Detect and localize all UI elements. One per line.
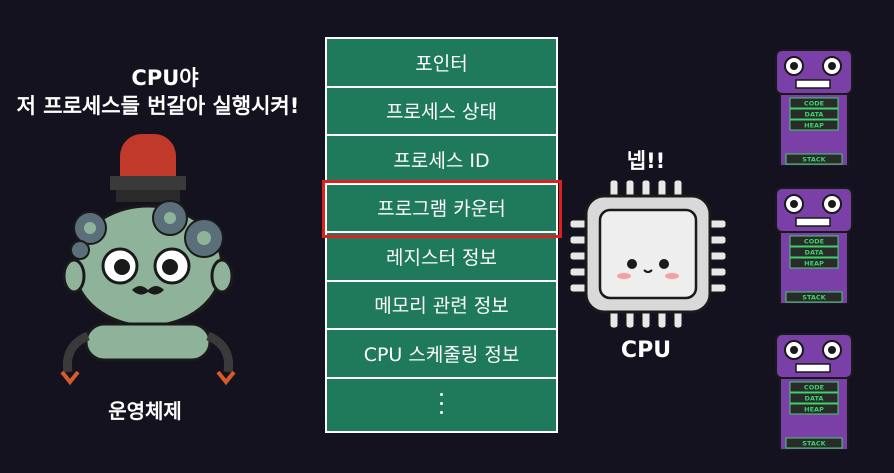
process-data-segment: DATA bbox=[805, 111, 824, 119]
process-code-segment: CODE bbox=[804, 384, 824, 392]
process-data-segment: DATA bbox=[805, 249, 824, 257]
cpu-chip-illustration bbox=[570, 180, 726, 328]
os-label: 운영체제 bbox=[108, 399, 182, 423]
process-robot-1: CODE DATA HEAP STACK bbox=[775, 49, 853, 166]
pcb-row-memory-info: 메모리 관련 정보 bbox=[327, 282, 556, 330]
process-robot-2: CODE DATA HEAP STACK bbox=[775, 187, 853, 304]
process-stack-segment: STACK bbox=[802, 294, 826, 302]
process-heap-segment: HEAP bbox=[804, 260, 824, 268]
process-code-segment: CODE bbox=[804, 100, 824, 108]
os-robot-illustration bbox=[60, 134, 236, 386]
process-heap-segment: HEAP bbox=[804, 122, 824, 130]
process-stack-segment: STACK bbox=[802, 156, 826, 164]
process-robot-3: CODE DATA HEAP STACK bbox=[775, 333, 853, 450]
os-speech-bubble: CPU야 저 프로세스들 번갈아 실행시켜! bbox=[0, 64, 330, 120]
os-speech-line2: 저 프로세스들 번갈아 실행시켜! bbox=[16, 94, 300, 118]
os-speech-line1: CPU야 bbox=[131, 66, 199, 90]
pcb-row-process-id: 프로세스 ID bbox=[327, 136, 556, 185]
pcb-row-process-state: 프로세스 상태 bbox=[327, 88, 556, 136]
program-counter-highlight bbox=[322, 180, 562, 238]
cpu-label: CPU bbox=[620, 338, 672, 363]
process-stack-segment: STACK bbox=[802, 440, 826, 448]
pcb-row-registers: 레지스터 정보 bbox=[327, 233, 556, 282]
process-code-segment: CODE bbox=[804, 238, 824, 246]
pcb-row-program-counter: 프로그램 카운터 bbox=[327, 185, 556, 233]
pcb-row-cpu-scheduling: CPU 스케줄링 정보 bbox=[327, 330, 556, 379]
pcb-more-ellipsis bbox=[327, 379, 556, 429]
process-heap-segment: HEAP bbox=[804, 406, 824, 414]
process-data-segment: DATA bbox=[805, 395, 824, 403]
pcb-row-pointer: 포인터 bbox=[327, 39, 556, 88]
cpu-reply: 넵!! bbox=[626, 149, 666, 173]
